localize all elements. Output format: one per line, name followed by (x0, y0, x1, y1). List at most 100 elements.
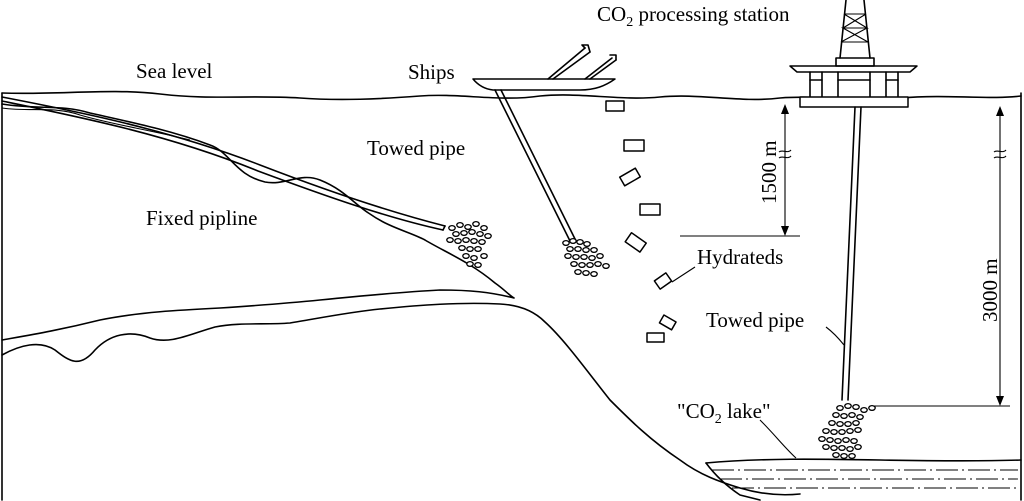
co2-droplet (454, 237, 462, 245)
upper-shelf (1, 103, 515, 341)
co2-droplet (590, 270, 598, 278)
co2-droplet (854, 443, 862, 451)
hydrateds-label: Hydrateds (697, 245, 783, 269)
co2-droplet (458, 244, 466, 252)
station-label: CO2 processing station (597, 2, 790, 30)
co2-droplet-clusters (446, 220, 876, 460)
co2-droplet (846, 427, 854, 435)
hydrateds-leader (671, 266, 696, 283)
co2-droplet (578, 261, 586, 269)
co2-droplet (836, 404, 844, 412)
co2-droplet (566, 245, 574, 253)
co2-droplet (480, 252, 488, 260)
co2-droplet (594, 260, 602, 268)
co2-droplet (464, 223, 472, 231)
co2-droplet (860, 406, 868, 414)
co2-droplet (576, 238, 584, 246)
co2-droplet (574, 268, 582, 276)
towed-pipe-label-1: Towed pipe (367, 136, 465, 160)
co2-droplet (478, 238, 486, 246)
co2-droplet (842, 436, 850, 444)
co2-droplet (586, 261, 594, 269)
co2-droplet (854, 426, 862, 434)
depth-1500-marker (680, 104, 800, 237)
co2-droplet (844, 402, 852, 410)
co2-droplet (470, 237, 478, 245)
depth-3000-marker (870, 106, 1010, 407)
fixed-pipeline-upper (1, 96, 446, 227)
co2-droplet (446, 236, 454, 244)
co2-droplet (832, 451, 840, 459)
fixed-pipeline-lower (1, 100, 444, 231)
co2-lake (705, 458, 1022, 501)
co2-droplet (834, 437, 842, 445)
co2-droplet (582, 246, 590, 254)
co2-droplet (470, 254, 478, 262)
ships-label: Ships (408, 60, 455, 84)
co2-droplet (466, 260, 474, 268)
towed-pipe-2-leader (825, 326, 845, 346)
co2-droplet (480, 224, 488, 232)
co2-lake-label: "CO2 lake" (677, 399, 771, 427)
fixed-pipeline-label: Fixed pipline (146, 206, 257, 230)
co2-droplet (852, 403, 860, 411)
co2-droplet (850, 437, 858, 445)
co2-droplet (562, 239, 570, 247)
co2-droplet (570, 260, 578, 268)
co2-droplet (846, 445, 854, 453)
co2-droplet (484, 232, 492, 240)
hydrate-blocks (605, 100, 677, 343)
co2-droplet (582, 269, 590, 277)
co2-droplet (460, 229, 468, 237)
co2-droplet (830, 428, 838, 436)
co2-droplet (468, 228, 476, 236)
depth-1500-label: 1500 m (757, 140, 781, 204)
co2-droplet (580, 253, 588, 261)
co2-droplet (822, 427, 830, 435)
co2-droplet (868, 404, 876, 412)
co2-droplet (583, 240, 591, 248)
co2-droplet (856, 413, 864, 421)
ship-towed-pipe-b (500, 89, 577, 242)
co2-droplet (852, 419, 860, 427)
co2-droplet (840, 452, 848, 460)
co2-droplet (596, 252, 604, 260)
co2-droplet (838, 444, 846, 452)
co2-droplet (466, 245, 474, 253)
co2-droplet (590, 246, 598, 254)
co2-droplet (836, 420, 844, 428)
ship (472, 44, 617, 91)
station-towed-pipe-a (841, 106, 856, 401)
co2-droplet (830, 444, 838, 452)
co2-droplet (574, 245, 582, 253)
co2-droplet (832, 411, 840, 419)
co2-droplet (472, 220, 480, 228)
co2-droplet (564, 252, 572, 260)
co2-droplet (462, 252, 470, 260)
upper-shelf-inner (1, 107, 191, 141)
ship-towed-pipe-a (494, 89, 571, 242)
lower-seafloor (1, 302, 801, 496)
co2-droplet (452, 230, 460, 238)
co2-droplet (572, 253, 580, 261)
co2-droplet (602, 262, 610, 270)
co2-droplet (448, 224, 456, 232)
co2-droplet (844, 420, 852, 428)
depth-3000-label: 3000 m (978, 258, 1002, 322)
co2-droplet (476, 230, 484, 238)
co2-droplet (588, 254, 596, 262)
co2-droplet (822, 443, 830, 451)
co2-droplet (462, 236, 470, 244)
co2-processing-station (789, 0, 918, 108)
co2-droplet (848, 452, 856, 460)
co2-droplet (569, 237, 577, 245)
co2-droplet (848, 411, 856, 419)
co2-droplet (840, 412, 848, 420)
co2-droplet (826, 436, 834, 444)
sea-level-label: Sea level (136, 59, 213, 83)
co2-droplet (474, 261, 482, 269)
co2-droplet (474, 245, 482, 253)
co2-droplet (828, 419, 836, 427)
lake-leader (759, 419, 797, 459)
